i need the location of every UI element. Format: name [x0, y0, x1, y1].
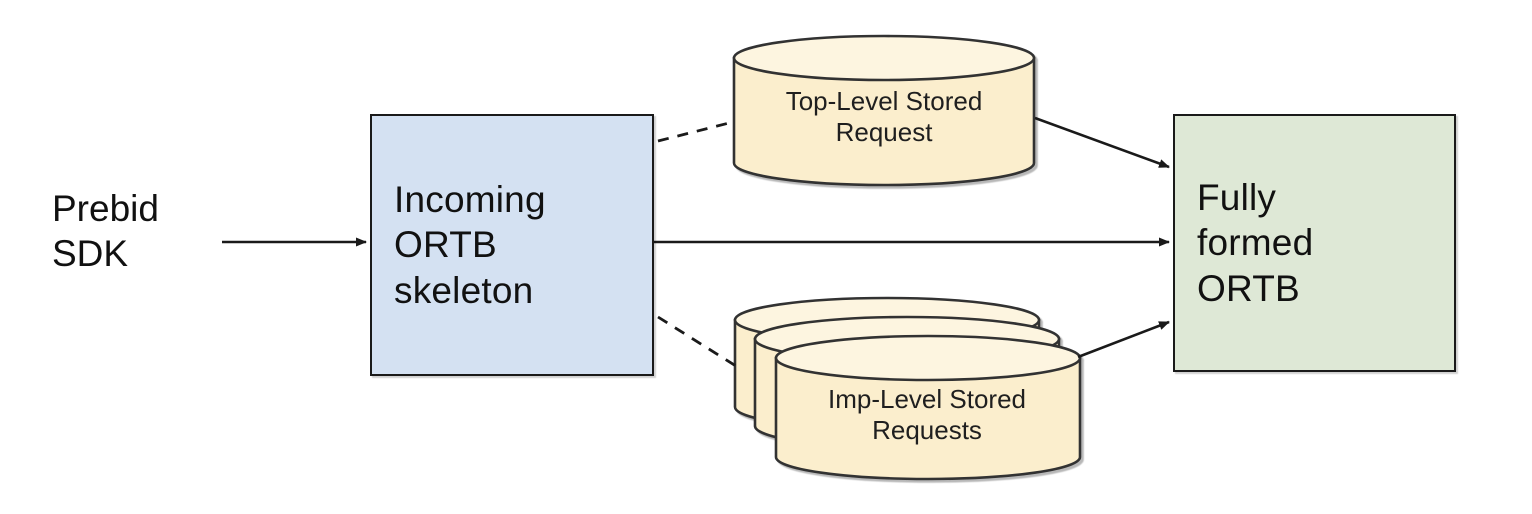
edge-incoming-to-top-level-store [657, 120, 734, 143]
node-incoming-ortb-skeleton[interactable]: Incoming ORTB skeleton [370, 114, 654, 376]
node-fully-formed-ortb[interactable]: Fully formed ORTB [1173, 114, 1456, 372]
cylinder-front [774, 334, 1082, 481]
edge-top-level-store-to-result [1034, 116, 1170, 169]
node-fully-formed-ortb-label: Fully formed ORTB [1197, 177, 1314, 309]
edge-imp-level-store-to-result [1077, 320, 1170, 359]
node-imp-level-stored-requests[interactable] [733, 296, 1082, 481]
node-top-level-stored-request[interactable] [732, 34, 1036, 187]
label-prebid-sdk: Prebid SDK [52, 188, 159, 275]
node-incoming-ortb-skeleton-label: Incoming ORTB skeleton [394, 179, 546, 311]
edge-incoming-to-imp-level-store [657, 315, 737, 368]
